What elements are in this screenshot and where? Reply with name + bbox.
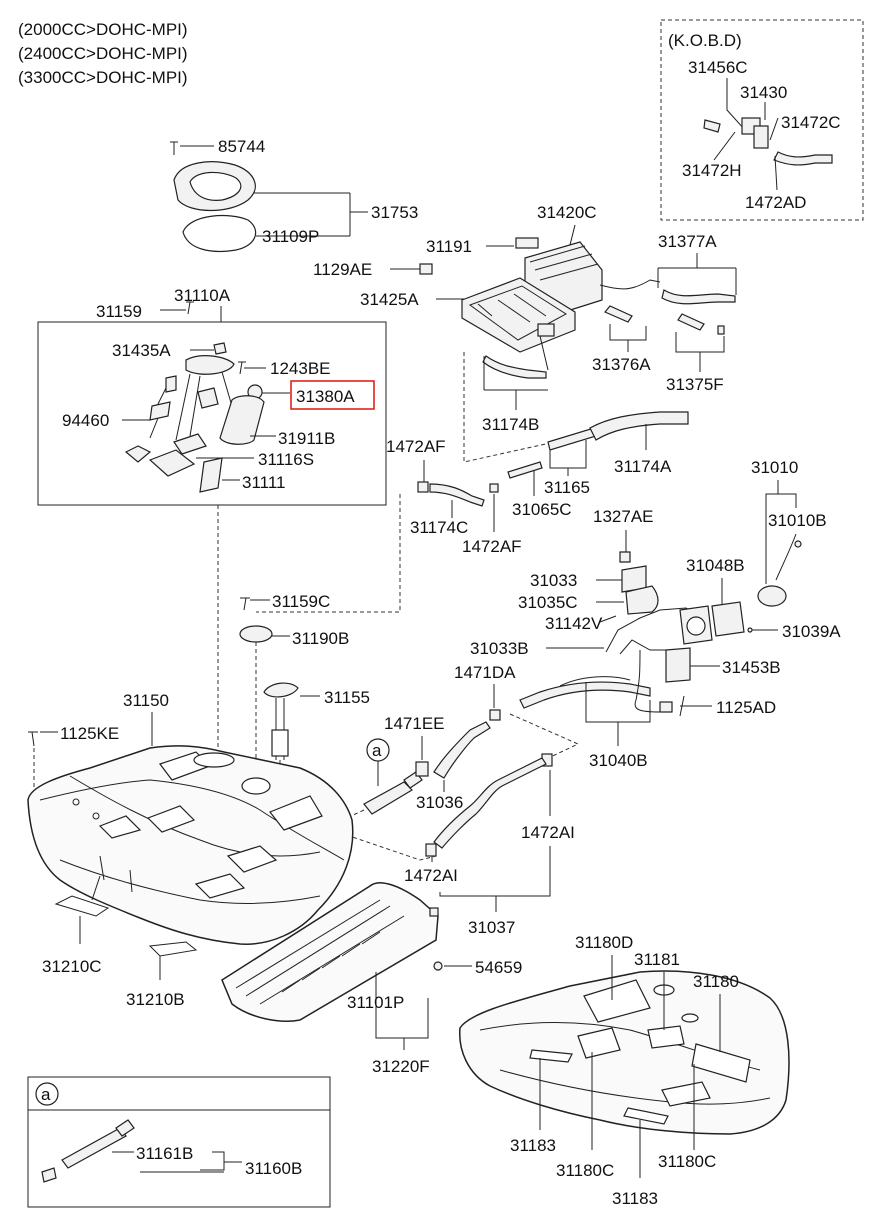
engine-note: (3300CC>DOHC-MPI) (18, 68, 188, 87)
part-label-31180: 31180 (693, 972, 739, 991)
highlight-box-31380A (290, 380, 375, 410)
filler-neck-group: a 1471EE 31036 1472AI 1472AI 31037 (319, 714, 575, 937)
part-label-31159C: 31159C (272, 592, 330, 611)
callout-a: a (372, 741, 382, 760)
part-label-31039A: 31039A (782, 622, 841, 641)
part-label-31110A: 31110A (174, 286, 231, 305)
fuel-line-group: 1471DA 1125AD 31040B (454, 649, 776, 781)
kobd-inset: (K.O.B.D) 31456C 31430 31472C 31472H 147… (660, 19, 864, 221)
fuel-tank-alt: 31180D 31181 31180 31183 31180C 31180C 3… (459, 933, 790, 1208)
part-label-1129AE: 1129AE (313, 260, 372, 279)
part-label-31180C: 31180C (556, 1161, 614, 1180)
part-label-31375F: 31375F (666, 375, 724, 394)
part-label-31183: 31183 (510, 1136, 556, 1155)
heat-shield-31101P: 54659 31101P 31220F (221, 882, 522, 1076)
part-label-31101P: 31101P (347, 993, 404, 1012)
part-label-31911B: 31911B (278, 429, 335, 448)
part-label-1125KE: 1125KE (60, 724, 119, 743)
part-label-1471EE: 1471EE (384, 714, 445, 733)
part-label-1472AI-2: 1472AI (404, 866, 458, 885)
part-label-1471DA: 1471DA (454, 663, 516, 682)
part-label-31033: 31033 (530, 571, 577, 590)
part-label-31155: 31155 (324, 688, 370, 707)
part-label-31377A: 31377A (658, 232, 717, 251)
part-label-31010: 31010 (751, 458, 798, 477)
part-label-31048B: 31048B (686, 556, 745, 575)
part-label-1243BE: 1243BE (270, 359, 331, 378)
part-label-31165: 31165 (544, 478, 590, 497)
hose-31174B-group: 31174B (463, 352, 601, 463)
part-label-1125AD: 1125AD (716, 698, 776, 717)
part-label-31183-2: 31183 (612, 1189, 658, 1208)
part-label-31174B: 31174B (482, 415, 539, 434)
part-label-31037: 31037 (468, 918, 515, 937)
part-label-31430: 31430 (740, 83, 787, 102)
part-label-31181: 31181 (634, 950, 680, 969)
part-label-85744: 85744 (218, 137, 265, 156)
part-label-1472AI: 1472AI (521, 823, 575, 842)
part-label-31472H: 31472H (682, 161, 742, 180)
part-label-1472AD: 1472AD (745, 193, 806, 212)
part-label-31036: 31036 (416, 793, 463, 812)
part-label-31456C: 31456C (688, 58, 748, 77)
part-label-31033B: 31033B (470, 639, 529, 658)
part-label-31160B: 31160B (245, 1159, 302, 1178)
part-label-31380A: 31380A (296, 387, 355, 406)
part-label-31109P: 31109P (262, 227, 319, 246)
part-label-31753: 31753 (371, 203, 418, 222)
part-label-31035C: 31035C (518, 593, 578, 612)
part-label-31116S: 31116S (258, 450, 314, 469)
vent-hose-group: 1472AF 31174C 1472AF 31065C 31165 31174A (256, 411, 689, 613)
detail-tag-a: a (41, 1085, 51, 1104)
part-label-31210C: 31210C (42, 957, 102, 976)
part-label-31159: 31159 (96, 302, 142, 321)
part-label-31420C: 31420C (537, 203, 597, 222)
part-label-31210B: 31210B (126, 990, 185, 1009)
part-label-1472AF: 1472AF (386, 437, 446, 456)
part-label-31111: 31111 (242, 473, 286, 492)
part-label-31190B: 31190B (292, 629, 349, 648)
part-label-31425A: 31425A (360, 290, 419, 309)
part-label-1472AF-2: 1472AF (462, 537, 522, 556)
part-label-54659: 54659 (475, 958, 522, 977)
engine-notes: (2000CC>DOHC-MPI) (2400CC>DOHC-MPI) (330… (18, 20, 188, 87)
part-label-94460: 94460 (62, 411, 109, 430)
part-label-31220F: 31220F (372, 1057, 430, 1076)
canister-group: 31420C 31191 1129AE 31425A 31377A 31376A… (313, 203, 737, 394)
part-label-31180C-2: 31180C (658, 1152, 716, 1171)
part-label-31010B: 31010B (768, 511, 827, 530)
filler-group: 31010 31010B 1327AE 31048B 31033 31035C … (470, 458, 841, 683)
kobd-title: (K.O.B.D) (668, 31, 742, 50)
part-label-31142V: 31142V (545, 614, 603, 633)
part-label-31174A: 31174A (614, 457, 672, 476)
kobd-valve-drawing (703, 78, 833, 191)
part-label-31191: 31191 (426, 237, 472, 256)
engine-note: (2400CC>DOHC-MPI) (18, 44, 188, 63)
part-label-31453B: 31453B (722, 658, 781, 677)
part-label-31040B: 31040B (589, 751, 648, 770)
engine-note: (2000CC>DOHC-MPI) (18, 20, 188, 39)
part-label-31161B: 31161B (136, 1144, 193, 1163)
part-label-1327AE: 1327AE (593, 507, 654, 526)
part-label-31180D: 31180D (575, 933, 633, 952)
fuel-tank-31150: 31210C 31210B (27, 745, 354, 1009)
part-label-31376A: 31376A (592, 355, 651, 374)
pump-cover-group: 85744 31753 31109P (170, 137, 418, 253)
tank-hardware-group: 31159C 31190B 31155 31150 1125KE (28, 592, 370, 800)
part-label-31065C: 31065C (512, 500, 572, 519)
part-label-31435A: 31435A (112, 341, 171, 360)
part-label-31150: 31150 (123, 691, 169, 710)
part-label-31472C: 31472C (781, 113, 841, 132)
detail-box-a: a 31161B 31160B (27, 1076, 331, 1208)
pump-module-box: 31159 31110A 31435A 1243BE 31380A 94460 … (37, 286, 387, 752)
part-label-31174C: 31174C (410, 518, 468, 537)
